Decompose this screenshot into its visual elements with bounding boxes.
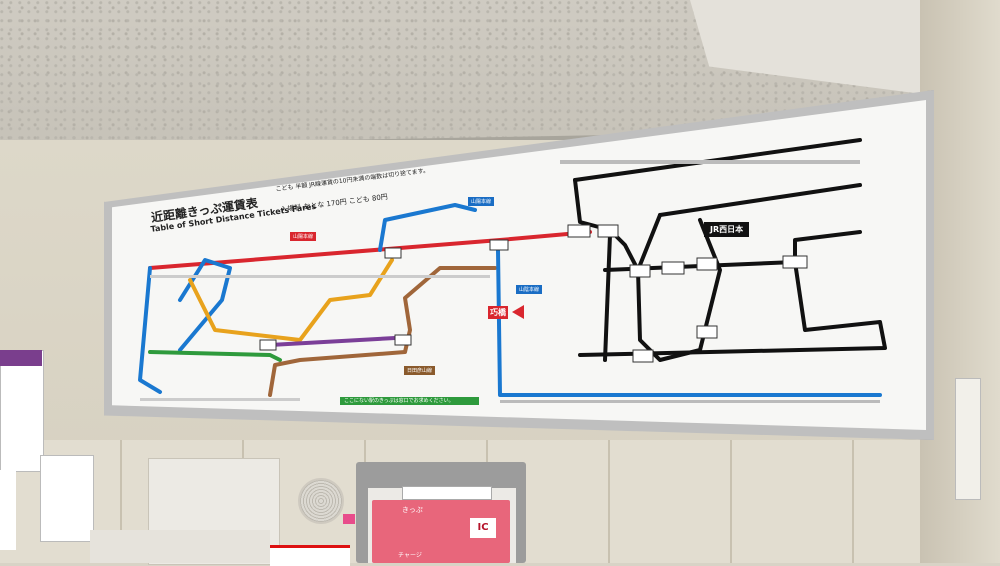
line-green bbox=[150, 352, 280, 360]
station-box bbox=[630, 265, 650, 277]
station-box bbox=[662, 262, 684, 274]
line-black-5 bbox=[605, 232, 860, 270]
machine-sign: きっぷ bbox=[402, 505, 423, 515]
machine-label bbox=[402, 486, 492, 500]
you-are-here-arrow-icon bbox=[512, 305, 524, 319]
line-label: 日田彦山線 bbox=[404, 366, 435, 375]
station-box bbox=[783, 256, 807, 268]
wall-poster bbox=[0, 350, 44, 472]
station-box bbox=[260, 340, 276, 350]
station-box bbox=[697, 258, 717, 270]
line-label: 山陽本線 bbox=[468, 197, 494, 206]
fare-tick-row bbox=[500, 400, 880, 403]
wall-poster bbox=[0, 470, 16, 550]
station-box bbox=[598, 225, 618, 237]
operator-badge: JR西日本 bbox=[704, 222, 749, 237]
line-black-7 bbox=[605, 235, 610, 360]
current-station-label: 巧橋 bbox=[488, 306, 508, 319]
fare-tick-row bbox=[150, 275, 490, 278]
notice-bar: ここにない駅のきっぷは窓口でお求めください。 bbox=[340, 397, 479, 405]
wall-plate bbox=[955, 378, 981, 500]
machine-subsign: チャージ bbox=[398, 550, 422, 559]
speaker-grille bbox=[298, 478, 344, 524]
ic-card-icon[interactable]: IC bbox=[470, 518, 496, 538]
station-box bbox=[395, 335, 411, 345]
station-box bbox=[490, 240, 508, 250]
station-box bbox=[385, 248, 401, 258]
line-blue-west bbox=[180, 260, 230, 350]
line-label: 山陽本線 bbox=[290, 232, 316, 241]
line-brown bbox=[270, 268, 495, 395]
line-black-6 bbox=[580, 262, 885, 355]
line-black-3 bbox=[660, 185, 860, 215]
line-blue-main bbox=[140, 268, 160, 392]
notice-poster bbox=[40, 455, 94, 542]
line-label: 山陰本線 bbox=[516, 285, 542, 294]
line-blue-east bbox=[498, 250, 880, 395]
station-box bbox=[568, 225, 590, 237]
station-box bbox=[697, 326, 717, 338]
poster-header bbox=[0, 350, 42, 366]
counter bbox=[90, 530, 270, 563]
station-box bbox=[633, 350, 653, 362]
fare-tick-row bbox=[560, 160, 860, 164]
sticker bbox=[343, 514, 355, 524]
fare-tick-row bbox=[140, 398, 300, 401]
